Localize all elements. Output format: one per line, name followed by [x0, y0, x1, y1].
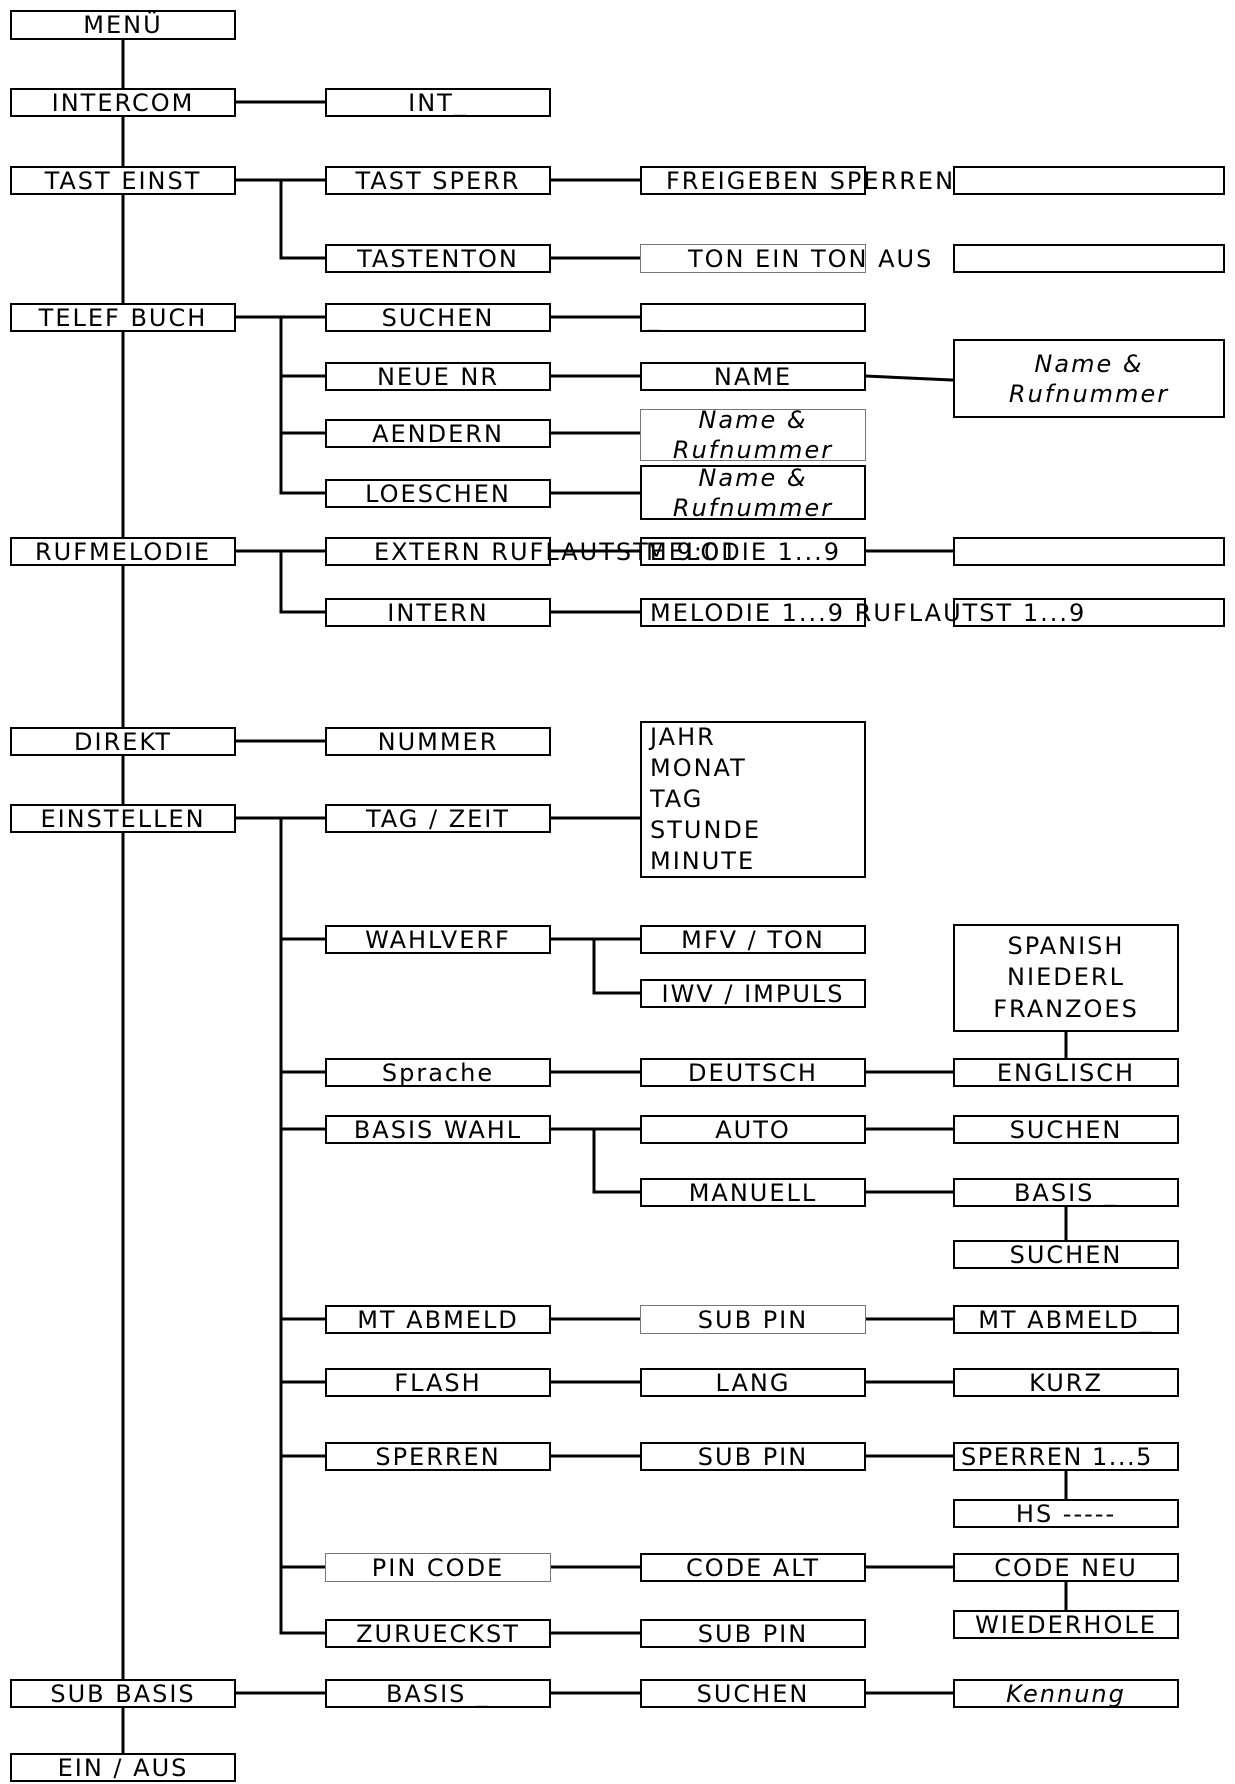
field-stunde: STUNDE — [650, 816, 762, 845]
sperren-sub-pin-node[interactable]: SUB PIN — [640, 1442, 866, 1471]
sprache-list-node[interactable]: SPANISH NIEDERL FRANZOES — [953, 924, 1179, 1032]
tast-sperr-node[interactable]: TAST SPERR — [325, 166, 551, 195]
suchen-cursor: _ — [648, 303, 662, 332]
sub-basis-basis-node[interactable]: BASIS _ — [325, 1679, 551, 1708]
int-node[interactable]: INT_ — [325, 88, 551, 117]
intern-extra-node[interactable] — [953, 598, 1225, 627]
extern-melodie-label: MELODIE 1...9 — [646, 538, 842, 566]
loeschen-node[interactable]: LOESCHEN — [325, 479, 551, 508]
pin-code-node[interactable]: PIN CODE — [325, 1553, 551, 1582]
intern-melodie-label: MELODIE 1...9 RUFLAUTST 1...9 — [650, 599, 1087, 627]
field-minute: MINUTE — [650, 847, 756, 876]
code-neu-node[interactable]: CODE NEU — [953, 1553, 1179, 1582]
mfv-ton-node[interactable]: MFV / TON — [640, 925, 866, 954]
iwv-impuls-node[interactable]: IWV / IMPULS — [640, 979, 866, 1008]
sub-basis-node[interactable]: SUB BASIS — [10, 1679, 236, 1708]
ein-aus-node[interactable]: EIN / AUS — [10, 1753, 236, 1782]
manuell-basis-node[interactable]: BASIS _ — [953, 1178, 1179, 1207]
flash-node[interactable]: FLASH — [325, 1368, 551, 1397]
einstellen-node[interactable]: EINSTELLEN — [10, 804, 236, 833]
aendern-detail-line2: Rufnummer — [672, 436, 834, 464]
auto-suchen-node[interactable]: SUCHEN — [953, 1115, 1179, 1144]
rufmelodie-node[interactable]: RUFMELODIE — [10, 537, 236, 566]
loeschen-detail-line2: Rufnummer — [672, 493, 834, 522]
tastenton-node[interactable]: TASTENTON — [325, 244, 551, 273]
name-node[interactable]: NAME — [640, 362, 866, 391]
intern-node[interactable]: INTERN — [325, 598, 551, 627]
wahlverf-node[interactable]: WAHLVERF — [325, 925, 551, 954]
zurueckst-node[interactable]: ZURUECKST — [325, 1619, 551, 1648]
wiederhole-node[interactable]: WIEDERHOLE — [953, 1610, 1179, 1639]
intercom-node[interactable]: INTERCOM — [10, 88, 236, 117]
loeschen-detail-line1: Name & — [698, 463, 808, 492]
neue-nr-node[interactable]: NEUE NR — [325, 362, 551, 391]
suchen-input-node[interactable]: _ — [640, 303, 866, 332]
lang-niederl: NIEDERL — [1007, 963, 1125, 992]
sprache-node[interactable]: Sprache — [325, 1058, 551, 1087]
extern-melodie-node[interactable] — [640, 537, 866, 566]
extern-label: EXTERN RUFLAUTSTE 9:01 — [374, 538, 739, 566]
deutsch-node[interactable]: DEUTSCH — [640, 1058, 866, 1087]
aendern-node[interactable]: AENDERN — [325, 419, 551, 448]
lang-spanish: SPANISH — [1007, 932, 1125, 961]
field-jahr: JAHR — [650, 722, 716, 751]
nummer-node[interactable]: NUMMER — [325, 727, 551, 756]
sperren-node[interactable]: SPERREN — [325, 1442, 551, 1471]
kurz-node[interactable]: KURZ — [953, 1368, 1179, 1397]
field-tag: TAG — [650, 784, 704, 813]
aendern-detail-node[interactable]: Name & Rufnummer — [640, 406, 866, 464]
tag-zeit-node[interactable]: TAG / ZEIT — [325, 804, 551, 833]
sub-basis-suchen-node[interactable]: SUCHEN — [640, 1679, 866, 1708]
intern-melodie-node[interactable] — [640, 598, 866, 627]
loeschen-detail-node[interactable]: Name & Rufnummer — [640, 463, 866, 522]
menu-root-node[interactable]: MENÜ — [10, 10, 236, 40]
tastenton-value-node[interactable] — [640, 244, 866, 273]
mt-sub-pin-node[interactable]: SUB PIN — [640, 1305, 866, 1334]
direkt-node[interactable]: DIREKT — [10, 727, 236, 756]
tastenton-extra-node[interactable] — [953, 244, 1225, 273]
tast-einst-node[interactable]: TAST EINST — [10, 166, 236, 195]
name-rufnummer-line1: Name & — [1034, 349, 1144, 378]
tast-sperr-extra-node[interactable] — [953, 166, 1225, 195]
code-alt-node[interactable]: CODE ALT — [640, 1553, 866, 1582]
lang-node[interactable]: LANG — [640, 1368, 866, 1397]
englisch-node[interactable]: ENGLISCH — [953, 1058, 1179, 1087]
telef-suchen-node[interactable]: SUCHEN — [325, 303, 551, 332]
field-monat: MONAT — [650, 753, 747, 782]
tag-zeit-fields-node[interactable]: JAHR MONAT TAG STUNDE MINUTE — [640, 721, 866, 878]
sperren-1-5-label: SPERREN 1...5 — [961, 1443, 1153, 1471]
name-rufnummer-line2: Rufnummer — [1008, 379, 1170, 408]
basis-wahl-node[interactable]: BASIS WAHL — [325, 1115, 551, 1144]
hs-node[interactable]: HS ----- — [953, 1499, 1179, 1528]
lang-franzoes: FRANZOES — [993, 994, 1139, 1023]
manuell-suchen-node[interactable]: SUCHEN — [953, 1240, 1179, 1269]
sperren-1-5-node[interactable] — [953, 1442, 1179, 1471]
tastenton-value-label: TON EIN TON AUS — [688, 245, 934, 273]
mt-abmeld-node[interactable]: MT ABMELD — [325, 1305, 551, 1334]
aendern-detail-line1: Name & — [698, 406, 808, 434]
tast-sperr-value-label: FREIGEBEN SPERREN — [666, 167, 956, 195]
manuell-node[interactable]: MANUELL — [640, 1178, 866, 1207]
tast-sperr-value-node[interactable] — [640, 166, 866, 195]
name-rufnummer-node[interactable]: Name & Rufnummer — [953, 339, 1225, 418]
zurueckst-sub-pin-node[interactable]: SUB PIN — [640, 1619, 866, 1648]
telef-buch-node[interactable]: TELEF BUCH — [10, 303, 236, 332]
auto-node[interactable]: AUTO — [640, 1115, 866, 1144]
kennung-node[interactable]: Kennung — [953, 1679, 1179, 1708]
extern-extra-node[interactable] — [953, 537, 1225, 566]
extern-node[interactable] — [325, 537, 551, 566]
mt-abmeld-final-node[interactable]: MT ABMELD_ — [953, 1305, 1179, 1334]
